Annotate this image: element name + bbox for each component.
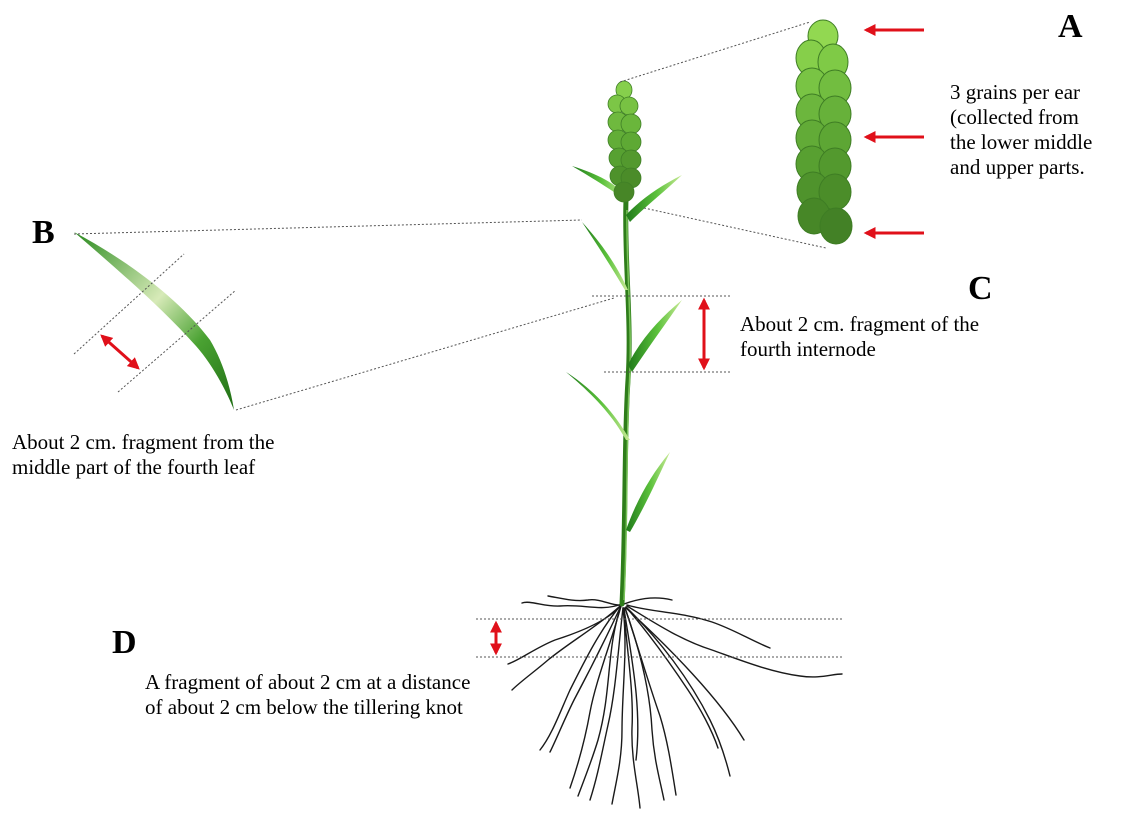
- caption-b-line: middle part of the fourth leaf: [12, 455, 274, 480]
- roots: [508, 596, 842, 808]
- caption-a-line: (collected from: [950, 105, 1092, 130]
- caption-d-line: A fragment of about 2 cm at a distance: [145, 670, 470, 695]
- ear-small: [608, 81, 641, 202]
- caption-d: A fragment of about 2 cm at a distance o…: [145, 670, 470, 720]
- arrow-leaf-fragment: [102, 336, 138, 368]
- label-b: B: [32, 216, 55, 250]
- leaf-enlarged: [74, 232, 234, 410]
- caption-c: About 2 cm. fragment of the fourth inter…: [740, 312, 979, 362]
- leaf-mid-right: [628, 300, 682, 372]
- caption-a-line: the lower middle: [950, 130, 1092, 155]
- label-d: D: [112, 626, 137, 660]
- caption-b: About 2 cm. fragment from the middle par…: [12, 430, 274, 480]
- caption-b-line: About 2 cm. fragment from the: [12, 430, 274, 455]
- caption-a: 3 grains per ear (collected from the low…: [950, 80, 1092, 180]
- caption-d-line: of about 2 cm below the tillering knot: [145, 695, 470, 720]
- label-a: A: [1058, 10, 1083, 44]
- ear-enlarged: [796, 20, 852, 244]
- caption-c-line: About 2 cm. fragment of the: [740, 312, 979, 337]
- caption-a-line: and upper parts.: [950, 155, 1092, 180]
- leaf-lower-right: [626, 452, 670, 532]
- caption-c-line: fourth internode: [740, 337, 979, 362]
- leaf-lower-left: [566, 372, 630, 440]
- guide-lines: [74, 22, 842, 657]
- caption-a-line: 3 grains per ear: [950, 80, 1092, 105]
- leaf-fourth: [582, 222, 628, 290]
- label-c: C: [968, 272, 993, 306]
